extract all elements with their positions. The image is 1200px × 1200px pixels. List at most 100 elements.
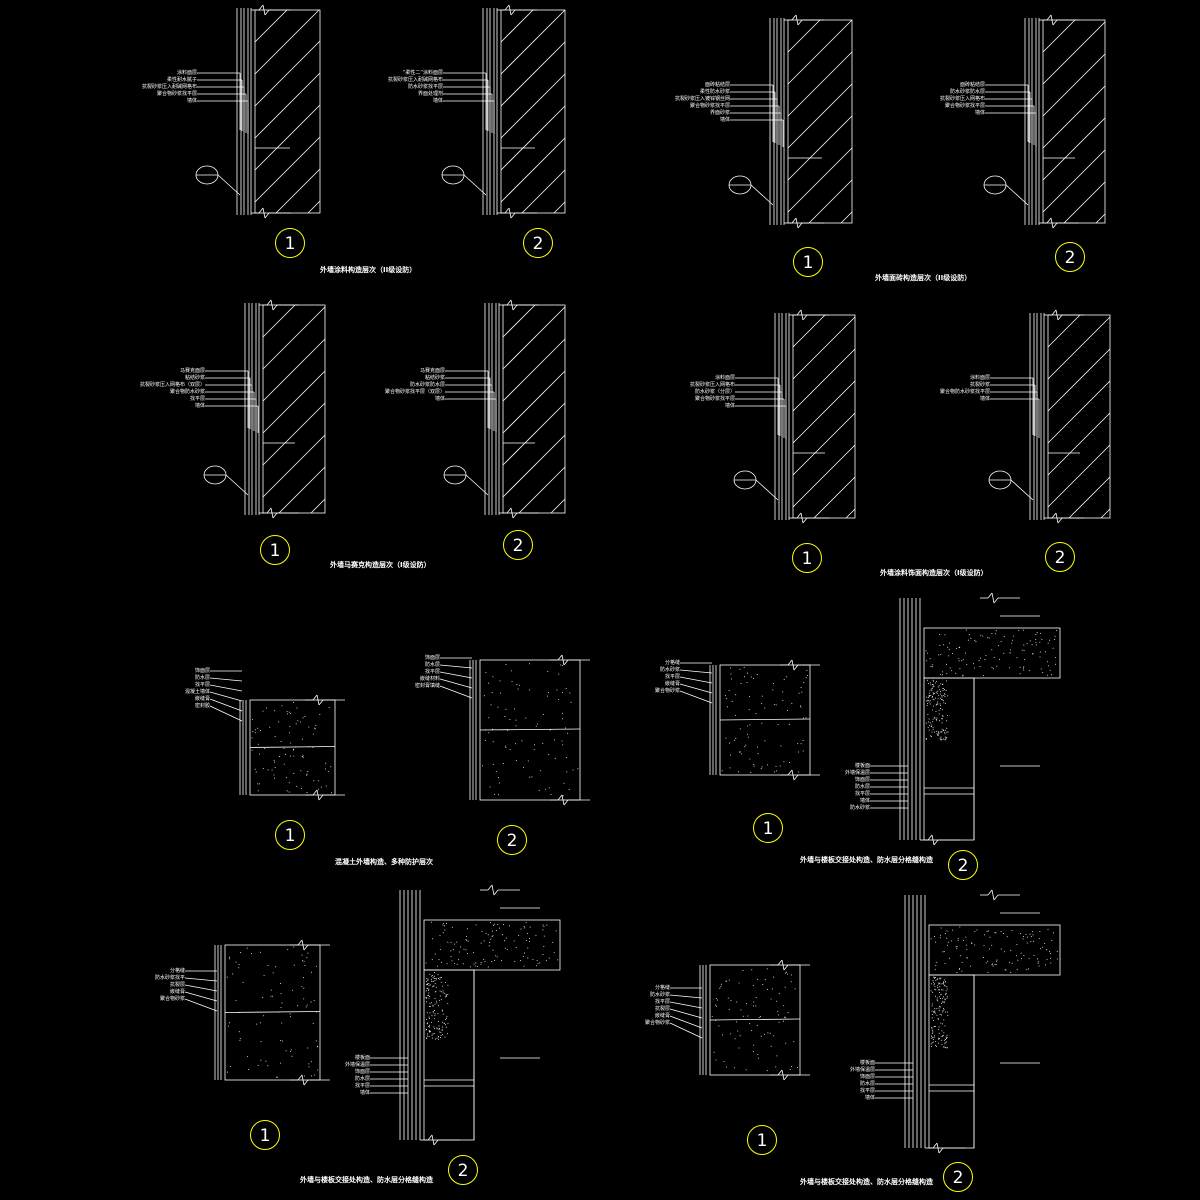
break-line: [784, 965, 788, 970]
concrete-aggregate: [429, 1036, 430, 1037]
concrete-aggregate: [1003, 933, 1004, 934]
concrete-aggregate: [537, 724, 538, 725]
concrete-aggregate: [1018, 630, 1019, 631]
layer-label: 界面处理剂: [418, 91, 443, 98]
concrete-aggregate: [269, 727, 270, 728]
beam: [924, 678, 974, 840]
concrete-aggregate: [497, 924, 498, 925]
layer-label: 防水砂浆: [850, 805, 870, 812]
concrete-aggregate: [427, 984, 428, 985]
concrete-aggregate: [285, 754, 286, 755]
concrete-aggregate: [427, 1012, 428, 1013]
concrete-aggregate: [1004, 951, 1005, 952]
concrete-aggregate: [930, 684, 931, 685]
concrete-aggregate: [932, 1032, 933, 1033]
concrete-aggregate: [555, 758, 556, 759]
concrete-aggregate: [934, 732, 935, 733]
concrete-aggregate: [949, 958, 950, 959]
concrete-aggregate: [945, 1012, 946, 1013]
concrete-aggregate: [940, 691, 941, 692]
wall-hatch: [255, 73, 320, 138]
concrete-aggregate: [991, 649, 992, 650]
concrete-aggregate: [272, 770, 273, 771]
concrete-aggregate: [524, 966, 525, 967]
concrete-aggregate: [273, 972, 274, 973]
layer-label: 分格缝: [665, 660, 680, 667]
concrete-aggregate: [932, 697, 933, 698]
concrete-aggregate: [563, 783, 564, 784]
concrete-aggregate: [476, 924, 477, 925]
concrete-aggregate: [532, 959, 533, 960]
concrete-aggregate: [1030, 941, 1031, 942]
concrete-aggregate: [263, 711, 264, 712]
detail-number-circle: 1: [747, 1125, 777, 1155]
layer-label: 聚合物砂浆找平层: [690, 103, 730, 110]
concrete-aggregate: [966, 949, 967, 950]
break-line: [319, 795, 323, 800]
concrete-aggregate: [433, 977, 434, 978]
leader-line: [670, 1016, 702, 1028]
concrete-aggregate: [932, 721, 933, 722]
concrete-aggregate: [1023, 955, 1024, 956]
concrete-aggregate: [958, 940, 959, 941]
concrete-aggregate: [473, 964, 474, 965]
leader-line: [210, 678, 242, 681]
concrete-aggregate: [937, 702, 938, 703]
concrete-aggregate: [927, 680, 928, 681]
concrete-aggregate: [974, 640, 975, 641]
concrete-aggregate: [947, 647, 948, 648]
concrete-aggregate: [934, 1010, 935, 1011]
concrete-aggregate: [947, 945, 948, 946]
concrete-aggregate: [293, 947, 294, 948]
layer-label: 外墙保温层: [850, 1067, 875, 1074]
concrete-aggregate: [434, 1015, 435, 1016]
concrete-aggregate: [1017, 657, 1018, 658]
break-line: [794, 665, 798, 670]
concrete-aggregate: [935, 965, 936, 966]
concrete-aggregate: [935, 977, 936, 978]
concrete-aggregate: [943, 1047, 944, 1048]
layer-label: 聚合物砂浆找平层: [945, 103, 985, 110]
concrete-aggregate: [725, 738, 726, 739]
concrete-aggregate: [435, 998, 436, 999]
concrete-aggregate: [1042, 672, 1043, 673]
concrete-aggregate: [767, 989, 768, 990]
layer-label: 涂料面层: [715, 375, 735, 382]
concrete-aggregate: [933, 727, 934, 728]
layer-label: 涂料面层: [177, 70, 197, 77]
concrete-aggregate: [463, 963, 464, 964]
concrete-aggregate: [438, 959, 439, 960]
concrete-aggregate: [524, 953, 525, 954]
concrete-aggregate: [1036, 644, 1037, 645]
concrete-aggregate: [933, 719, 934, 720]
concrete-aggregate: [484, 695, 485, 696]
concrete-aggregate: [287, 711, 288, 712]
concrete-aggregate: [509, 719, 510, 720]
concrete-aggregate: [974, 931, 975, 932]
concrete-aggregate: [435, 991, 436, 992]
concrete-aggregate: [446, 994, 447, 995]
concrete-aggregate: [436, 1002, 437, 1003]
concrete-aggregate: [948, 942, 949, 943]
concrete-aggregate: [1039, 642, 1040, 643]
concrete-aggregate: [965, 653, 966, 654]
break-line: [434, 1140, 438, 1145]
concrete-aggregate: [940, 698, 941, 699]
concrete-aggregate: [457, 964, 458, 965]
concrete-aggregate: [314, 1074, 315, 1075]
concrete-aggregate: [945, 1047, 946, 1048]
concrete-aggregate: [931, 724, 932, 725]
concrete-aggregate: [543, 946, 544, 947]
concrete-aggregate: [264, 975, 265, 976]
concrete-aggregate: [485, 672, 486, 673]
concrete-aggregate: [942, 697, 943, 698]
layer-label: 饰面层: [355, 1069, 370, 1076]
concrete-aggregate: [430, 1012, 431, 1013]
concrete-aggregate: [942, 671, 943, 672]
panel-title: 外墙与楼板交接处构造、防水层分格缝构造: [300, 1175, 433, 1185]
concrete-aggregate: [933, 699, 934, 700]
concrete-aggregate: [303, 717, 304, 718]
concrete-aggregate: [489, 942, 490, 943]
concrete-aggregate: [1009, 962, 1010, 963]
concrete-aggregate: [942, 729, 943, 730]
